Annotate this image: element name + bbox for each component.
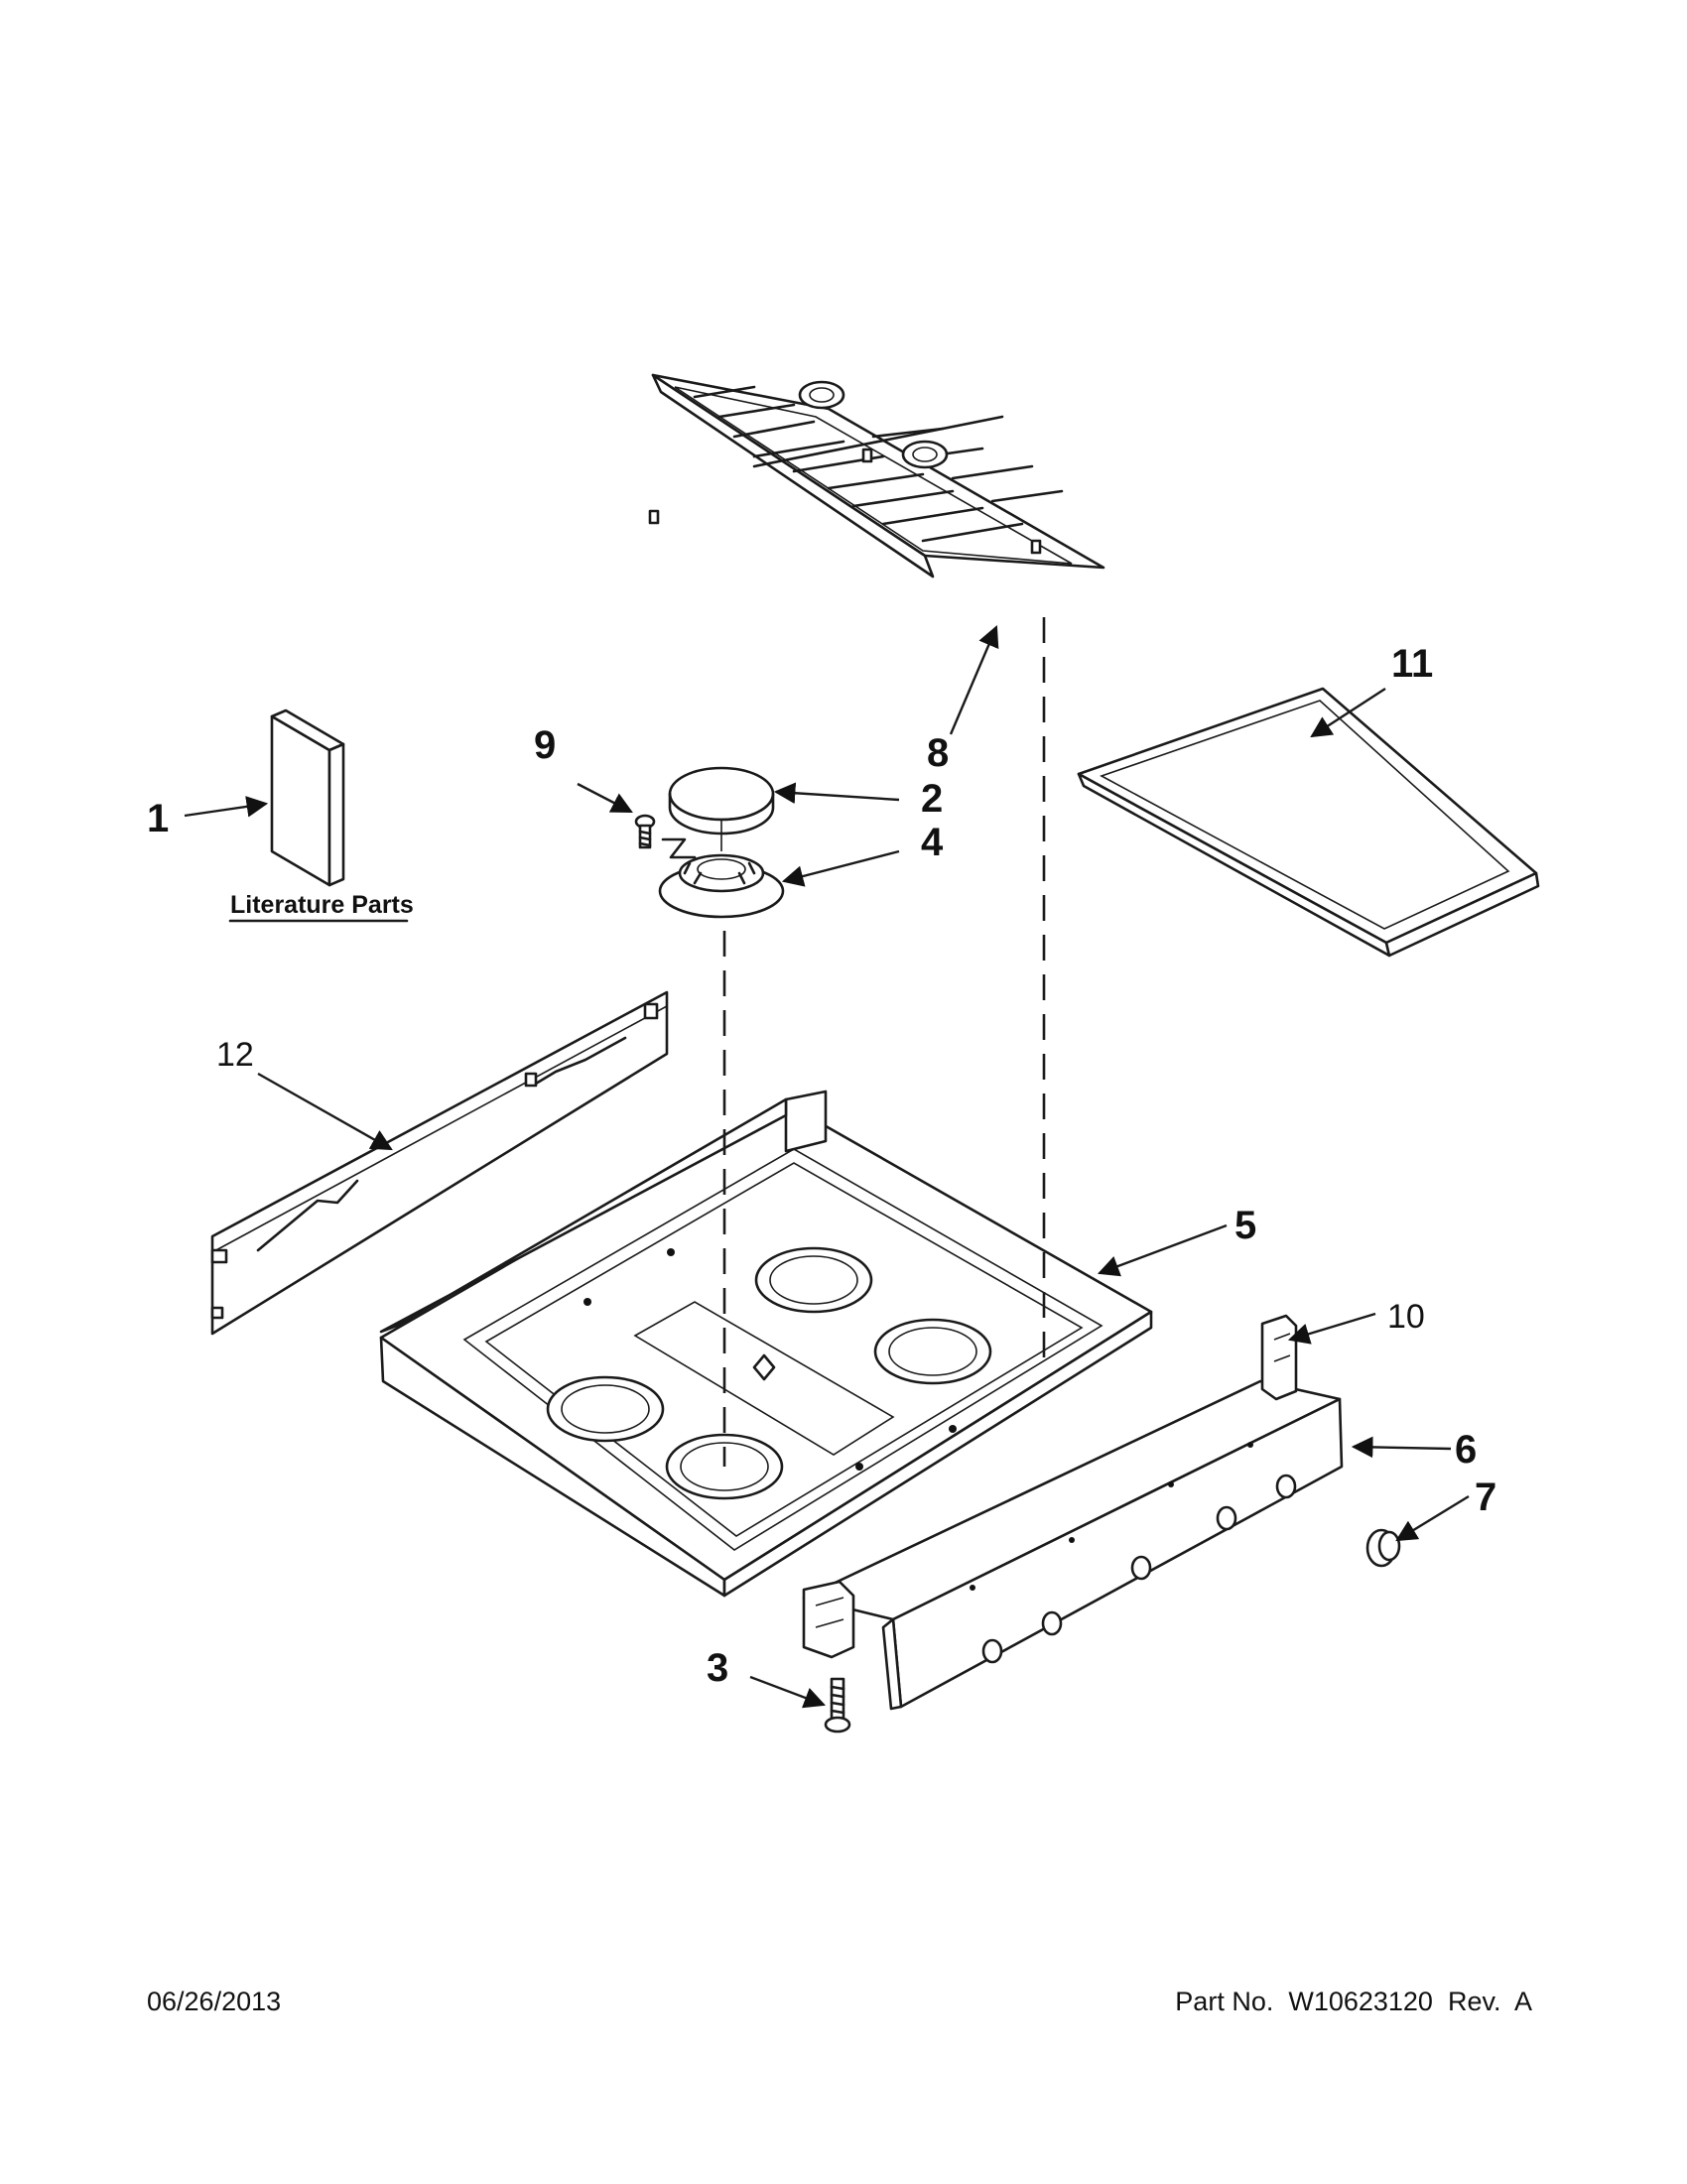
control-knob bbox=[1365, 1528, 1401, 1568]
callout-9: 9 bbox=[534, 723, 556, 767]
callout-2: 2 bbox=[921, 777, 943, 821]
callout-11: 11 bbox=[1391, 642, 1433, 686]
callout-1: 1 bbox=[147, 797, 169, 840]
burner-base bbox=[658, 853, 785, 919]
control-panel bbox=[802, 1379, 1344, 1711]
literature-parts-label: Literature Parts bbox=[230, 891, 414, 919]
footer-date: 06/26/2013 bbox=[147, 1987, 281, 2016]
griddle bbox=[1077, 687, 1540, 958]
callout-4: 4 bbox=[921, 821, 944, 864]
callout-3: 3 bbox=[707, 1646, 728, 1690]
cooktop bbox=[379, 1090, 1153, 1598]
footer-part-number: Part No. W10623120 Rev. A bbox=[1175, 1987, 1532, 2016]
callout-12: 12 bbox=[216, 1036, 254, 1074]
literature-booklet bbox=[270, 708, 345, 887]
callout-10: 10 bbox=[1387, 1298, 1425, 1336]
rear-panel bbox=[210, 990, 669, 1336]
left-bracket bbox=[802, 1580, 855, 1659]
burner-cap bbox=[668, 766, 775, 835]
callout-8: 8 bbox=[927, 731, 949, 775]
callout-6: 6 bbox=[1455, 1428, 1477, 1472]
ignitor-screw bbox=[634, 814, 697, 859]
right-bracket bbox=[1260, 1314, 1298, 1401]
burner-grate bbox=[648, 373, 1105, 578]
callout-7: 7 bbox=[1475, 1476, 1496, 1519]
mounting-screw bbox=[824, 1677, 851, 1734]
leader-lines bbox=[184, 625, 1470, 1709]
callout-5: 5 bbox=[1234, 1204, 1256, 1247]
